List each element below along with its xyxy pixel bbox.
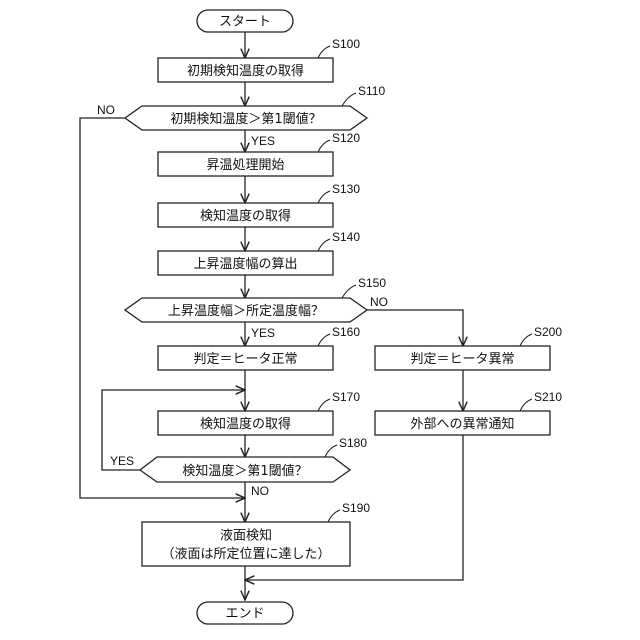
label-s140: S140 — [332, 230, 360, 244]
step-s140: 上昇温度幅の算出 — [158, 251, 333, 275]
step-s130-text: 検知温度の取得 — [200, 208, 291, 224]
decision-s180: 検知温度＞第1閾値？ — [140, 457, 350, 482]
decision-s180-text: 検知温度＞第1閾値？ — [182, 463, 307, 479]
decision-s150-text: 上昇温度幅＞所定温度幅？ — [168, 303, 324, 319]
step-s170: 検知温度の取得 — [158, 411, 333, 435]
step-s190-line1: 液面検知 — [220, 528, 272, 544]
step-s210: 外部への異常通知 — [375, 411, 550, 435]
label-s160: S160 — [332, 325, 360, 339]
label-s200: S200 — [534, 325, 562, 339]
step-s200-text: 判定＝ヒータ異常 — [410, 352, 514, 367]
step-s210-text: 外部への異常通知 — [410, 416, 514, 432]
leader-s110 — [342, 93, 356, 106]
branch-s110-no: NO — [97, 103, 115, 117]
leader-s140 — [318, 239, 330, 251]
step-s120-text: 昇温処理開始 — [206, 158, 284, 173]
decision-s150: 上昇温度幅＞所定温度幅？ — [125, 298, 367, 322]
branch-s180-yes: YES — [110, 454, 134, 468]
label-s190: S190 — [342, 501, 370, 515]
label-s100: S100 — [332, 37, 360, 51]
leader-s190 — [328, 510, 340, 522]
step-s160: 判定＝ヒータ正常 — [158, 346, 333, 370]
step-s190-line2: （液面は所定位置に達した） — [161, 547, 330, 562]
label-s120: S120 — [332, 131, 360, 145]
step-s140-text: 上昇温度幅の算出 — [193, 256, 297, 272]
terminal-end: エンド — [197, 602, 293, 624]
leader-s180 — [325, 445, 337, 457]
branch-s150-no: NO — [370, 295, 388, 309]
label-s170: S170 — [332, 390, 360, 404]
label-s130: S130 — [332, 182, 360, 196]
step-s190: 液面検知 （液面は所定位置に達した） — [142, 522, 350, 566]
leader-s130 — [318, 191, 330, 203]
decision-s110: 初期検知温度＞第1閾値？ — [125, 106, 367, 130]
step-s170-text: 検知温度の取得 — [200, 416, 291, 432]
label-s180: S180 — [339, 436, 367, 450]
branch-s110-yes: YES — [251, 134, 275, 148]
connector-s150-no — [367, 310, 463, 346]
step-s100: 初期検知温度の取得 — [158, 58, 333, 82]
decision-s110-text: 初期検知温度＞第1閾値？ — [170, 111, 321, 127]
leader-s210 — [520, 399, 532, 411]
step-s100-text: 初期検知温度の取得 — [187, 63, 304, 79]
label-s150: S150 — [358, 276, 386, 290]
leader-s170 — [318, 399, 330, 411]
leader-s100 — [318, 46, 330, 58]
leader-s200 — [520, 334, 532, 346]
terminal-start-label: スタート — [219, 15, 271, 30]
branch-s150-yes: YES — [251, 326, 275, 340]
step-s120: 昇温処理開始 — [158, 152, 333, 176]
branch-s180-no: NO — [251, 484, 269, 498]
leader-s150 — [342, 285, 356, 298]
terminal-start: スタート — [197, 10, 293, 32]
leader-s120 — [318, 140, 330, 152]
step-s130: 検知温度の取得 — [158, 203, 333, 227]
label-s210: S210 — [534, 390, 562, 404]
step-s200: 判定＝ヒータ異常 — [375, 346, 550, 370]
terminal-end-label: エンド — [225, 607, 264, 622]
leader-s160 — [318, 334, 330, 346]
label-s110: S110 — [358, 84, 385, 98]
step-s160-text: 判定＝ヒータ正常 — [193, 352, 297, 367]
